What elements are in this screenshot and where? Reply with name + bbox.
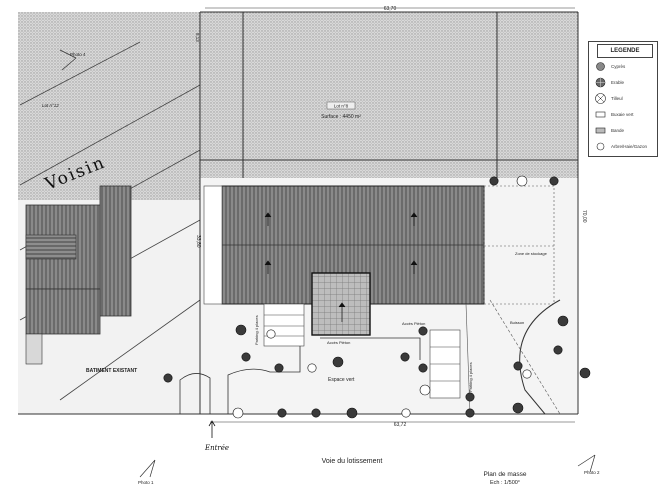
parking-right: Parking 4 places — [468, 362, 473, 392]
dim-building: 33,80 — [195, 235, 201, 248]
tree-symbol — [277, 408, 287, 418]
photo4-label: Photo 4 — [70, 52, 86, 57]
tree-symbol — [513, 361, 523, 371]
shrub-icon — [596, 142, 605, 151]
hedge-icon — [595, 111, 606, 118]
small-label-a: Accès Piéton — [327, 340, 350, 345]
road-label: Voie du lotissement — [322, 458, 383, 465]
tree-symbol — [512, 402, 524, 414]
tree-symbol — [465, 408, 475, 418]
legend-item-maple: Erable — [593, 76, 657, 90]
tree-symbol — [266, 329, 276, 339]
tree-symbol — [516, 175, 528, 187]
legend-item-hedge: Buxaie vert — [593, 108, 657, 122]
tree-symbol — [235, 324, 247, 336]
legend-item-shrub: Arbre/Haie/Gazon — [593, 140, 657, 154]
tree-symbol — [419, 384, 431, 396]
legend: LEGENDE Cyprès Erable Tilleul Buxaie ver… — [588, 41, 658, 157]
tree-symbol — [553, 345, 563, 355]
tree-symbol — [489, 176, 499, 186]
tree-symbol — [274, 363, 284, 373]
green-space-label: Espace vert — [328, 377, 355, 383]
legend-item-band: Bande — [593, 124, 657, 138]
dim-top: 63,70 — [384, 6, 397, 12]
tree-symbol — [579, 367, 591, 379]
cypress-icon — [596, 62, 605, 71]
legend-item-cypress: Cyprès — [593, 60, 657, 74]
legend-title: LEGENDE — [597, 44, 653, 58]
main-building — [203, 185, 485, 336]
existing-building — [25, 185, 132, 365]
tree-symbol — [346, 407, 358, 419]
small-label-d: Buisson — [510, 320, 524, 325]
tree-symbol — [418, 326, 428, 336]
dim-left-top: 8,13 — [195, 33, 200, 42]
tree-symbol — [522, 369, 532, 379]
tree-symbol — [332, 356, 344, 368]
tree-symbol — [557, 315, 569, 327]
dim-right: 70,00 — [581, 210, 587, 223]
lot-neighbor: Lot n°12 — [42, 103, 59, 108]
maple-icon — [595, 77, 606, 88]
tree-symbol — [307, 363, 317, 373]
tree-symbol — [549, 176, 559, 186]
small-label-c: Zone de stockage — [515, 251, 548, 256]
parking-left: Parking 4 places — [254, 315, 259, 345]
tree-symbol — [400, 352, 410, 362]
lot-area: Surface : 4450 m² — [321, 114, 361, 120]
existing-building-label: BATIMENT EXISTANT — [86, 368, 137, 374]
photo1-label: Photo 1 — [138, 480, 154, 485]
tree-symbol — [418, 363, 428, 373]
tree-symbol — [241, 352, 251, 362]
legend-item-linden: Tilleul — [593, 92, 657, 106]
tree-symbol — [163, 373, 173, 383]
photo2-label: Photo 2 — [584, 470, 600, 475]
linden-icon — [595, 93, 606, 104]
plan-title: Plan de masse — [484, 471, 527, 478]
small-label-b: Accès Piéton — [402, 321, 425, 326]
dim-bottom: 63,72 — [394, 422, 407, 428]
plan-scale: Ech : 1/500° — [490, 480, 520, 486]
tree-symbol — [465, 392, 475, 402]
lot-label: Lot n°8 — [334, 104, 349, 109]
band-icon — [595, 127, 606, 134]
tree-symbol — [311, 408, 321, 418]
tree-symbol — [401, 408, 411, 418]
trees — [163, 175, 591, 419]
tree-symbol — [232, 407, 244, 419]
entrance-hand: Entrée — [204, 444, 229, 452]
